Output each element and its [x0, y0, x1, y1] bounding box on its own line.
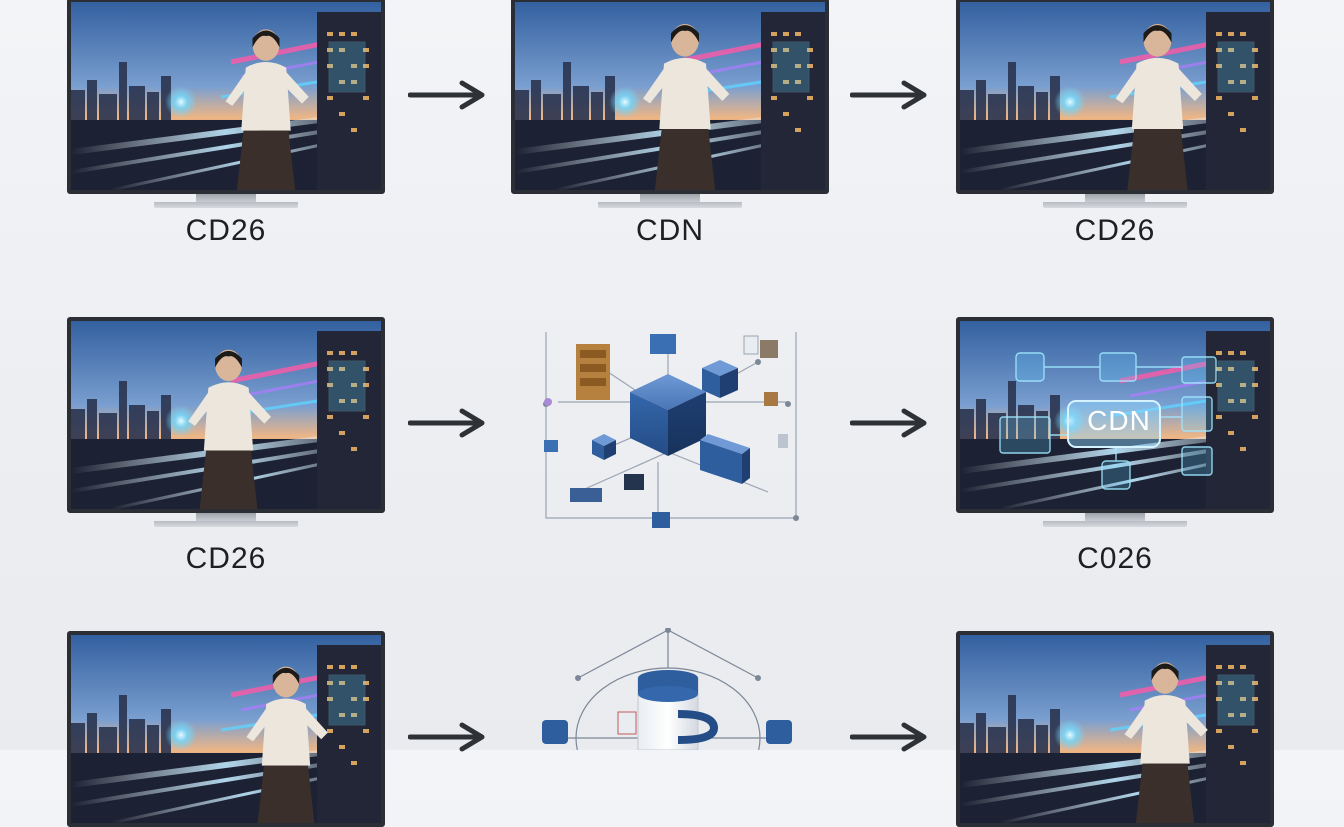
- monitor-stand: [196, 194, 256, 202]
- arrow-right-icon: [408, 408, 485, 438]
- central-cube-icon: [630, 374, 706, 456]
- monitor-stand: [196, 513, 256, 521]
- monitor-base: [154, 202, 298, 208]
- monitor-screen: [956, 631, 1274, 827]
- monitor-screen: [67, 631, 385, 827]
- monitor-stand: [640, 194, 700, 202]
- caption-row1-left: CD26: [185, 214, 267, 247]
- database-network-diagram: [542, 628, 792, 750]
- arrow-right-icon: [850, 80, 927, 110]
- monitor-screen: [67, 317, 385, 513]
- arrow-right-icon: [850, 722, 927, 752]
- caption-row2-left: CD26: [185, 542, 267, 575]
- arrow-right-icon: [850, 408, 927, 438]
- network-cube-diagram: [543, 332, 799, 528]
- monitor-screen: [511, 0, 829, 194]
- caption-row2-right: C026: [1077, 542, 1153, 575]
- monitor-stand: [1085, 194, 1145, 202]
- monitor-base: [1043, 521, 1187, 527]
- monitor-base: [598, 202, 742, 208]
- monitor-screen: CDN: [956, 317, 1274, 513]
- arrow-right-icon: [408, 722, 485, 752]
- monitor-screen: [956, 0, 1274, 194]
- monitor-stand: [1085, 513, 1145, 521]
- arrow-right-icon: [408, 80, 485, 110]
- database-icon: [637, 670, 719, 750]
- screen-overlay-label: CDN: [1087, 405, 1151, 436]
- caption-row1-mid: CDN: [636, 214, 704, 247]
- monitor-base: [154, 521, 298, 527]
- monitor-screen: [67, 0, 385, 194]
- caption-row1-right: CD26: [1074, 214, 1156, 247]
- monitor-base: [1043, 202, 1187, 208]
